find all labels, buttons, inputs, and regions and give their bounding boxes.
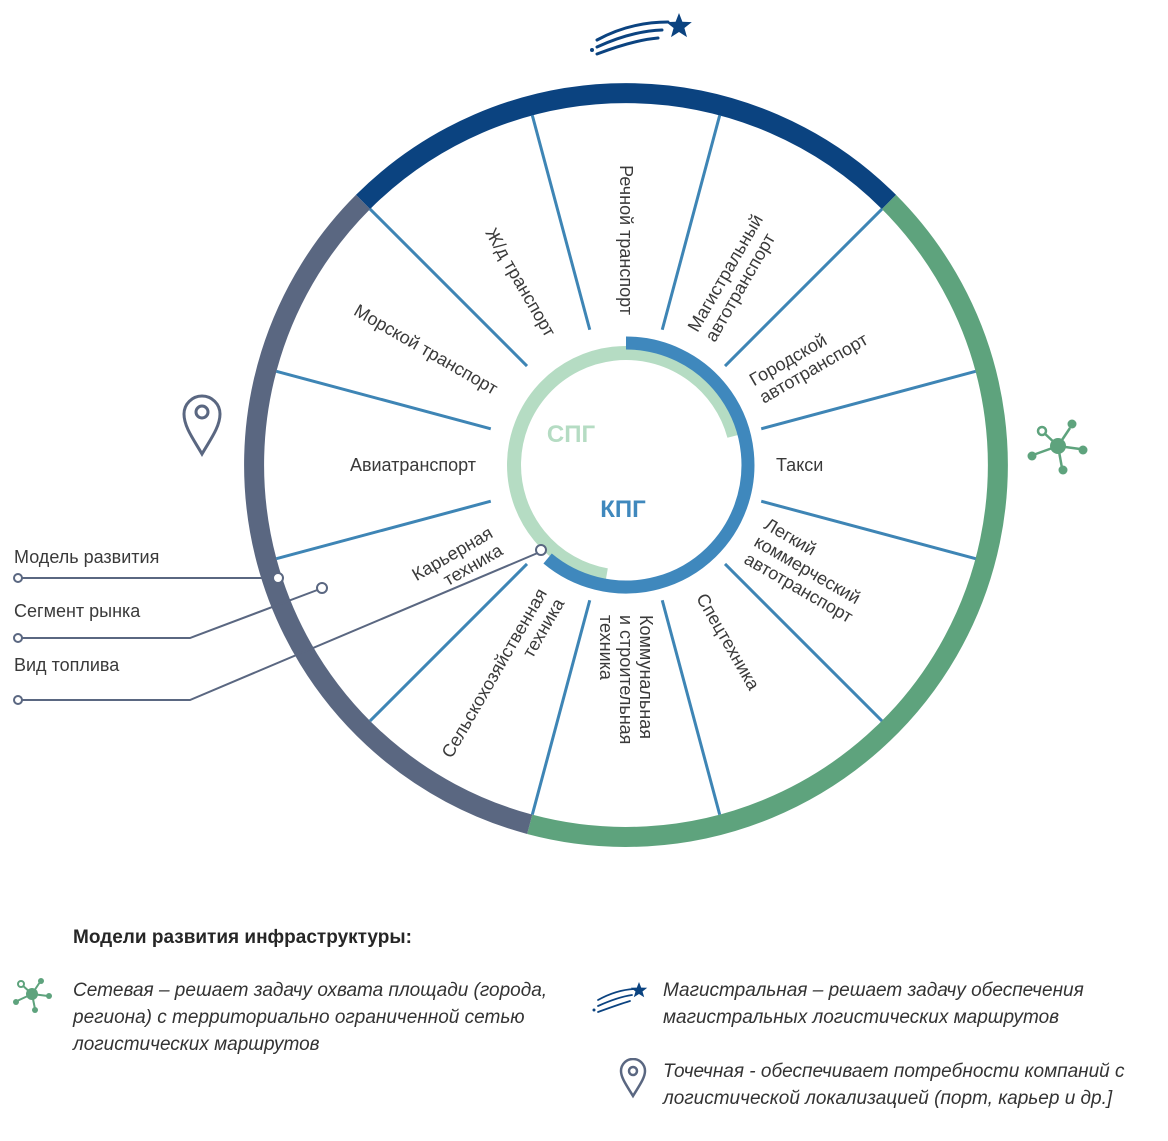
- map-pin-icon: [619, 1058, 647, 1099]
- segment-divider: [760, 499, 977, 561]
- ring-arc-trunk: [355, 83, 897, 210]
- segment-label-line: техника: [596, 615, 616, 681]
- segment-divider: [368, 207, 529, 368]
- segment-label-line: Коммунальная: [636, 615, 656, 739]
- legend-item-point: Точечная - обеспечивает потребности комп…: [663, 1061, 1125, 1109]
- cng-ring: [543, 336, 755, 594]
- segment-label-line: Такси: [776, 455, 823, 475]
- callout-lines: [13, 544, 547, 705]
- segment-label-sea: Морской транспорт: [351, 300, 501, 398]
- callout-segment: Сегмент рынка: [14, 601, 141, 621]
- outer-ring: [244, 83, 1008, 847]
- segment-label-rail: Ж/д транспорт: [481, 224, 559, 340]
- ring-arc-point: [244, 194, 533, 834]
- segment-label-line: и строительная: [616, 615, 636, 744]
- callout-fuel: Вид топлива: [14, 655, 120, 675]
- segment-divider: [530, 599, 592, 816]
- lng-ring: [507, 346, 741, 583]
- segment-label-line: Авиатранспорт: [350, 455, 476, 475]
- segment-label-taxi: Такси: [776, 455, 823, 475]
- segment-divider: [660, 599, 722, 816]
- legend-item-trunk: Магистральная – решает задачу обеспечени…: [663, 980, 1084, 1028]
- segment-dividers: [275, 114, 977, 816]
- segment-label-aviation: Авиатранспорт: [350, 455, 476, 475]
- ring-arc-network: [527, 194, 1008, 847]
- segment-label-line: Ж/д транспорт: [481, 224, 559, 340]
- segment-divider: [723, 562, 884, 723]
- network-nodes-icon: [1027, 419, 1088, 475]
- segment-label-line: Морской транспорт: [351, 300, 501, 398]
- segment-label-line: Сельскохозяйственная: [438, 585, 551, 761]
- segment-divider: [723, 207, 884, 368]
- cng-label: КПГ: [600, 496, 646, 523]
- network-nodes-icon: [13, 978, 52, 1013]
- segment-labels: Речной транспорт Магистральныйавтотранспо…: [350, 165, 871, 761]
- segment-label-line: Спецтехника: [692, 590, 764, 694]
- segment-label-river: Речной транспорт: [616, 165, 636, 315]
- callout-model: Модель развития: [14, 547, 159, 567]
- legend-title: Модели развития инфраструктуры:: [73, 927, 412, 948]
- fuel-rings: СПГ КПГ: [507, 336, 755, 594]
- shooting-star-icon: [590, 13, 692, 56]
- segment-divider: [368, 562, 529, 723]
- segment-divider: [760, 369, 977, 431]
- lng-label: СПГ: [547, 421, 596, 448]
- segment-label-special: Спецтехника: [692, 590, 764, 694]
- segment-divider: [660, 114, 722, 331]
- segment-divider: [275, 369, 492, 431]
- legend-item-network: Сетевая – решает задачу охвата площади (…: [73, 980, 548, 1055]
- segment-divider: [530, 114, 592, 331]
- shooting-star-icon: [592, 982, 648, 1013]
- segment-label-line: Речной транспорт: [616, 165, 636, 315]
- map-pin-icon: [182, 394, 222, 458]
- segment-divider: [275, 499, 492, 561]
